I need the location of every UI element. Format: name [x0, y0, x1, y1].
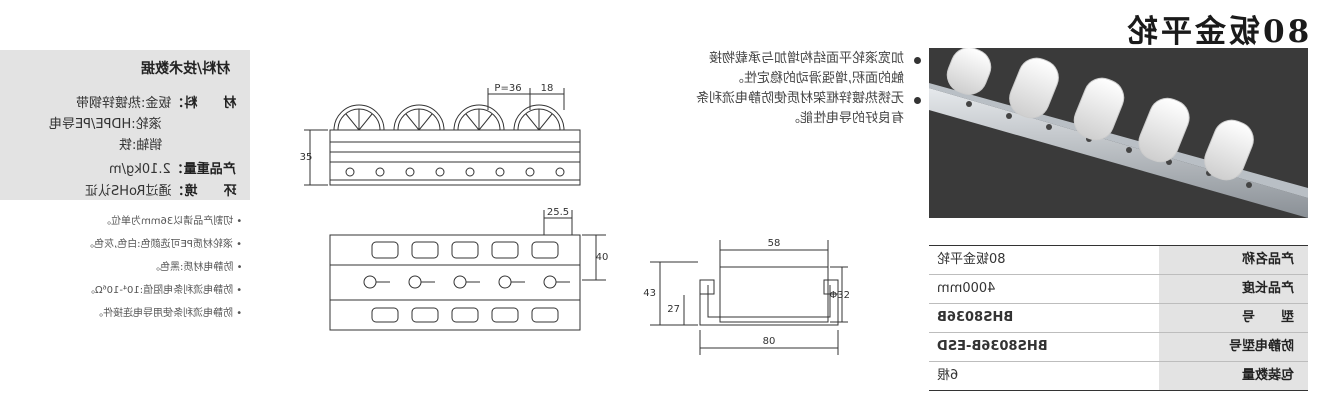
material-row: 材 料：钣金:热镀锌钢带: [76, 92, 236, 111]
dim-hole-pitch: 25.5: [547, 207, 569, 218]
table-row: BHS8036B-ESD 防静电型号: [929, 333, 1308, 362]
table-value: BHS8036B-ESD: [937, 339, 1048, 354]
table-value: 4000mm: [937, 281, 996, 296]
top-view-drawing: [304, 88, 581, 186]
feature-line-3: 无锈热镀锌框架材质使防静电流利条: [695, 91, 904, 106]
feature-line-2: 触的面积,增强滑动的稳定性。: [730, 71, 904, 86]
dim-inner-height: 27: [667, 304, 680, 315]
dim-edge: 18: [541, 83, 554, 94]
feature-bullet: [914, 97, 921, 104]
feature-bullet: [914, 57, 921, 64]
weight-value: 2.10kg/m: [109, 162, 171, 177]
table-row: 80钣金平轮 产品名称: [929, 246, 1308, 275]
note-item: • 切割产品请以36mm为单位。: [100, 216, 242, 227]
table-value: BHS8036B: [937, 310, 1014, 325]
weight-row: 产品重量：2.10kg/m: [109, 158, 236, 177]
spec-table: 80钣金平轮 产品名称 4000mm 产品长度 BHS8036B 型 号 BHS…: [929, 245, 1308, 391]
feature-line-4: 有良好的导电性能。: [786, 111, 904, 126]
table-key: 包装数量: [1159, 362, 1308, 390]
table-key: 型 号: [1159, 304, 1308, 332]
note-item: • 防静电材质:黑色。: [149, 262, 242, 273]
table-row: 4000mm 产品长度: [929, 275, 1308, 304]
material-label: 材 料：: [170, 96, 236, 111]
bottom-view-drawing: [329, 210, 606, 331]
material-line-3: 销轴:铁: [118, 138, 162, 153]
dim-bottom-width: 80: [763, 336, 776, 347]
weight-label: 产品重量：: [170, 162, 236, 177]
product-photo: [929, 48, 1308, 218]
page-title: 80钣金平轮: [1123, 14, 1309, 50]
note-item: • 防静电流利条使用导电连接件。: [92, 308, 242, 319]
table-key: 防静电型号: [1159, 333, 1308, 361]
dim-diameter: Φ32: [829, 290, 850, 301]
note-item: • 滚轮材质PE可选颜色:白色,灰色。: [84, 239, 242, 250]
section-view-drawing: [650, 240, 848, 355]
specs-heading: 材料/技术数据: [140, 61, 230, 77]
table-value: 80钣金平轮: [937, 252, 1006, 267]
table-value: 6根: [937, 368, 959, 383]
env-label: 环 境：: [170, 184, 236, 199]
note-item: • 防静电流利条电阻值:10⁴-10⁶Ω。: [84, 285, 242, 296]
dim-pitch: P=36: [494, 83, 521, 94]
material-line-1: 钣金:热镀锌钢带: [75, 96, 171, 111]
table-row: BHS8036B 型 号: [929, 304, 1308, 333]
material-line-2: 滚轮:HDPE/PE导电: [49, 117, 162, 132]
table-key: 产品长度: [1159, 275, 1308, 303]
table-row: 6根 包装数量: [929, 362, 1308, 391]
dim-rail-height: 35: [300, 152, 313, 163]
technical-drawing: P=36 18 35 25.5 40 58 80 Φ32 43 27: [300, 83, 850, 355]
dim-bottom-height: 40: [596, 252, 609, 263]
env-value: 通过RoHS认证: [84, 184, 171, 199]
env-row: 环 境：通过RoHS认证: [85, 180, 236, 199]
dim-top-width: 58: [768, 238, 781, 249]
feature-line-1: 加宽滚轮平面结构增加与承载物接: [708, 51, 904, 66]
dim-total-height: 43: [643, 288, 656, 299]
table-key: 产品名称: [1159, 246, 1308, 274]
specs-panel: 材料/技术数据 材 料：钣金:热镀锌钢带 滚轮:HDPE/PE导电 销轴:铁 产…: [0, 50, 250, 200]
